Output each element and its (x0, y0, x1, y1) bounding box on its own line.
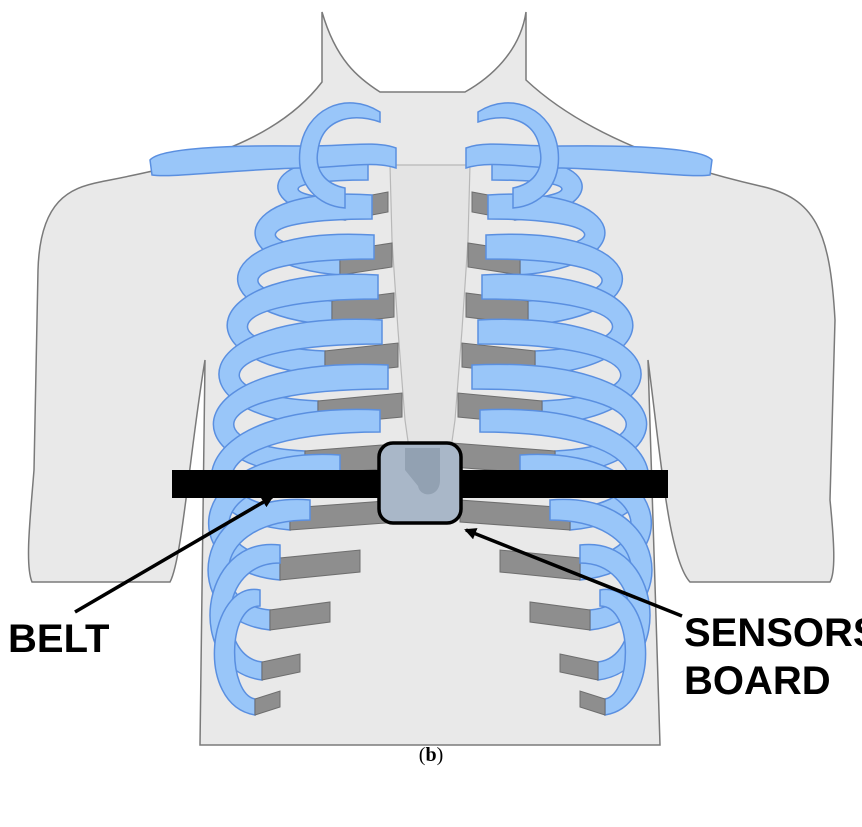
sensors-board-label-line1: SENSORS (684, 611, 862, 655)
sensors-board (379, 443, 461, 523)
belt-label: BELT (8, 617, 109, 661)
sensors-board-label-line2: BOARD (684, 659, 831, 703)
figure-caption: (b) (0, 744, 862, 767)
caption-letter: b (425, 744, 436, 766)
